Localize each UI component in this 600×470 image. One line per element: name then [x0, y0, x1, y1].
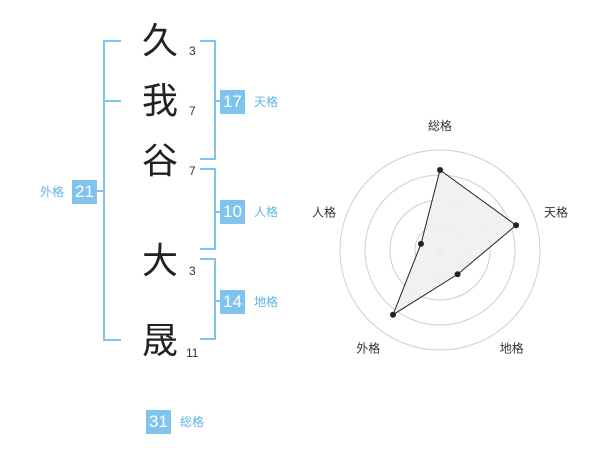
radar-point: [513, 222, 520, 229]
chikaku-value: 14: [220, 290, 245, 314]
stroke-count-2: 7: [189, 104, 196, 118]
radar-axis-label: 天格: [544, 204, 568, 219]
chikaku-bracket: [200, 258, 216, 340]
jinkaku-label: 人格: [254, 205, 279, 219]
name-char-1: 久: [141, 21, 178, 62]
gaikaku-bracket-tick: [105, 100, 121, 102]
name-char-4: 大: [141, 241, 178, 282]
radar-point: [417, 240, 424, 247]
stroke-count-4: 3: [189, 264, 196, 278]
tenkaku-bracket: [200, 40, 216, 160]
gaikaku-bracket: [103, 40, 121, 341]
tenkaku-bracket-tick: [216, 100, 220, 102]
tenkaku-value: 17: [220, 90, 245, 114]
stroke-count-3: 7: [189, 164, 196, 178]
radar-point: [437, 167, 443, 173]
stroke-count-1: 3: [189, 44, 196, 58]
gaikaku-label: 外格: [40, 185, 65, 199]
radar-area: [391, 169, 517, 316]
stroke-count-5: 11: [186, 346, 199, 360]
name-char-2: 我: [141, 81, 178, 122]
radar-axis-label: 地格: [500, 341, 524, 356]
soukaku-value: 31: [146, 410, 171, 434]
name-char-5: 晟: [141, 321, 178, 362]
radar-axis-label: 総格: [428, 118, 452, 133]
radar-point: [389, 311, 396, 318]
jinkaku-bracket: [200, 168, 216, 250]
chikaku-label: 地格: [254, 295, 279, 309]
radar-point: [454, 271, 461, 278]
chikaku-bracket-tick: [216, 300, 220, 302]
jinkaku-bracket-tick: [216, 211, 220, 213]
name-char-3: 谷: [141, 141, 178, 182]
jinkaku-value: 10: [220, 200, 245, 224]
radar-axis-label: 人格: [312, 204, 336, 219]
radar-axis-label: 外格: [356, 341, 380, 356]
tenkaku-label: 天格: [254, 95, 279, 109]
soukaku-label: 総格: [180, 415, 205, 429]
gaikaku-value: 21: [72, 180, 97, 204]
radar-ring: [339, 149, 541, 351]
